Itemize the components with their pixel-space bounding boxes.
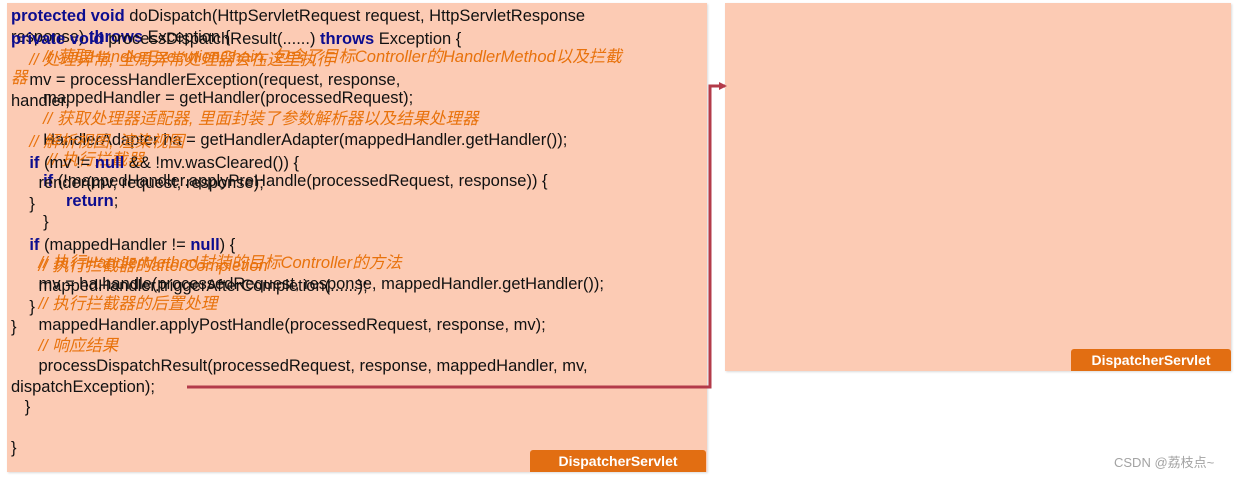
code-line: HandlerAdapter ha = getHandlerAdapter(ma… xyxy=(11,130,622,151)
process-dispatch-result-code-panel xyxy=(725,3,1231,371)
code-comment: 器 xyxy=(11,68,28,87)
code-text: processDispatchResult(processedRequest, … xyxy=(11,357,588,376)
code-text: } xyxy=(11,398,31,417)
code-keyword: throws xyxy=(320,30,375,48)
code-comment: // 获取HandlerExecutionChain, 包含了目标Control… xyxy=(11,48,622,67)
code-text: ) { xyxy=(219,235,236,254)
code-keyword: null xyxy=(94,153,125,172)
code-comment: // 响应结果 xyxy=(11,336,119,355)
code-text: } xyxy=(11,194,35,213)
code-line: } xyxy=(11,194,461,215)
process-dispatch-result-code: private void processDispatchResult(.....… xyxy=(11,29,461,338)
connector-line xyxy=(187,82,727,389)
code-line: // 执行拦截器 xyxy=(11,150,622,171)
code-keyword: private void xyxy=(11,30,104,48)
csdn-watermark: CSDN @荔枝点~ xyxy=(1114,455,1215,470)
code-line: if (!mappedHandler.applyPreHandle(proces… xyxy=(11,171,622,192)
code-line: // 获取HandlerExecutionChain, 包含了目标Control… xyxy=(11,47,622,68)
code-text: processDispatchResult(......) xyxy=(103,30,321,48)
code-line: // 获取处理器适配器, 里面封装了参数解析器以及结果处理器 xyxy=(11,109,622,130)
code-text: Exception { xyxy=(143,27,231,46)
code-line: if (mv != null && !mv.wasCleared()) { xyxy=(11,153,461,174)
code-text: mappedHandler = getHandler(processedRequ… xyxy=(11,89,414,108)
code-text: } xyxy=(11,212,49,231)
code-text: dispatchException); xyxy=(11,377,155,396)
code-text: } xyxy=(11,318,17,337)
do-dispatch-code: protected void doDispatch(HttpServletReq… xyxy=(11,6,622,459)
code-comment: // 执行拦截器的afterCompletion xyxy=(11,256,268,275)
code-keyword: protected void xyxy=(11,7,125,25)
code-keyword: null xyxy=(190,235,220,254)
code-line: render(mv, request, response); xyxy=(11,173,461,194)
code-line: // 处理异常, 全局异常处理器会在这里执行 xyxy=(11,50,461,71)
code-text: HandlerAdapter ha = getHandlerAdapter(ma… xyxy=(11,130,568,149)
code-line: // 执行HandlerMethod封装的目标Controller的方法 xyxy=(11,253,622,274)
code-line: handler, xyxy=(11,91,461,112)
code-line: response) throws Exception { xyxy=(11,27,622,48)
code-line: // 执行拦截器的afterCompletion xyxy=(11,256,461,277)
code-line: protected void doDispatch(HttpServletReq… xyxy=(11,6,622,27)
code-text: (!mappedHandler.applyPreHandle(processed… xyxy=(53,171,548,190)
code-comment: // 执行拦截器的后置处理 xyxy=(11,295,218,314)
code-line: processDispatchResult(processedRequest, … xyxy=(11,356,622,377)
right-class-label: DispatcherServlet xyxy=(1071,349,1231,371)
code-line: } xyxy=(11,397,622,418)
code-text: handler, xyxy=(11,91,70,110)
code-text: mv = processHandlerException(request, re… xyxy=(11,71,401,90)
code-text: mappedHandler.triggerAfterCompletion(...… xyxy=(11,277,368,296)
code-line: dispatchException); xyxy=(11,377,622,398)
code-line: mappedHandler.applyPostHandle(processedR… xyxy=(11,315,622,336)
code-text: render(mv, request, response); xyxy=(11,174,264,193)
code-comment: // 获取处理器适配器, 里面封装了参数解析器以及结果处理器 xyxy=(11,109,479,128)
code-line: mappedHandler.triggerAfterCompletion(...… xyxy=(11,276,461,297)
code-line: mappedHandler = getHandler(processedRequ… xyxy=(11,88,622,109)
code-text: (mv != xyxy=(39,153,95,172)
code-text: mappedHandler.applyPostHandle(processedR… xyxy=(11,315,546,334)
left-class-label: DispatcherServlet xyxy=(530,450,706,472)
code-line: private void processDispatchResult(.....… xyxy=(11,29,461,50)
code-line: } xyxy=(11,212,622,233)
code-text: } xyxy=(11,297,35,316)
code-keyword: if xyxy=(29,235,40,254)
code-text: ; xyxy=(113,192,119,211)
code-keyword: return xyxy=(66,192,114,211)
code-line: } xyxy=(11,297,461,318)
code-line: if (mappedHandler != null) { xyxy=(11,235,461,256)
code-line: 器 xyxy=(11,68,622,89)
code-text: mv = ha.handle(processedRequest, respons… xyxy=(11,274,604,293)
code-text: } xyxy=(11,439,17,458)
code-comment: // 处理异常, 全局异常处理器会在这里执行 xyxy=(11,50,333,69)
code-text: doDispatch(HttpServletRequest request, H… xyxy=(124,7,586,25)
code-comment: // 执行拦截器 xyxy=(11,151,144,170)
code-line: } xyxy=(11,438,622,459)
code-comment: // 解析视图, 渲染视图 xyxy=(11,132,185,151)
code-line: // 执行拦截器的后置处理 xyxy=(11,294,622,315)
code-text: && !mv.wasCleared()) { xyxy=(124,153,300,172)
code-line: mv = processHandlerException(request, re… xyxy=(11,70,461,91)
code-keyword: if xyxy=(29,153,40,172)
code-line: } xyxy=(11,317,461,338)
code-text: (mappedHandler != xyxy=(39,235,191,254)
code-line: mv = ha.handle(processedRequest, respons… xyxy=(11,274,622,295)
code-text: Exception { xyxy=(374,30,462,48)
do-dispatch-code-panel xyxy=(7,3,707,472)
code-line: // 响应结果 xyxy=(11,336,622,357)
code-text: response) xyxy=(11,27,89,46)
code-line: return; xyxy=(11,191,622,212)
code-line: // 解析视图, 渲染视图 xyxy=(11,132,461,153)
code-keyword: if xyxy=(43,171,54,190)
code-keyword: throws xyxy=(88,27,144,46)
code-comment: // 执行HandlerMethod封装的目标Controller的方法 xyxy=(11,254,402,273)
